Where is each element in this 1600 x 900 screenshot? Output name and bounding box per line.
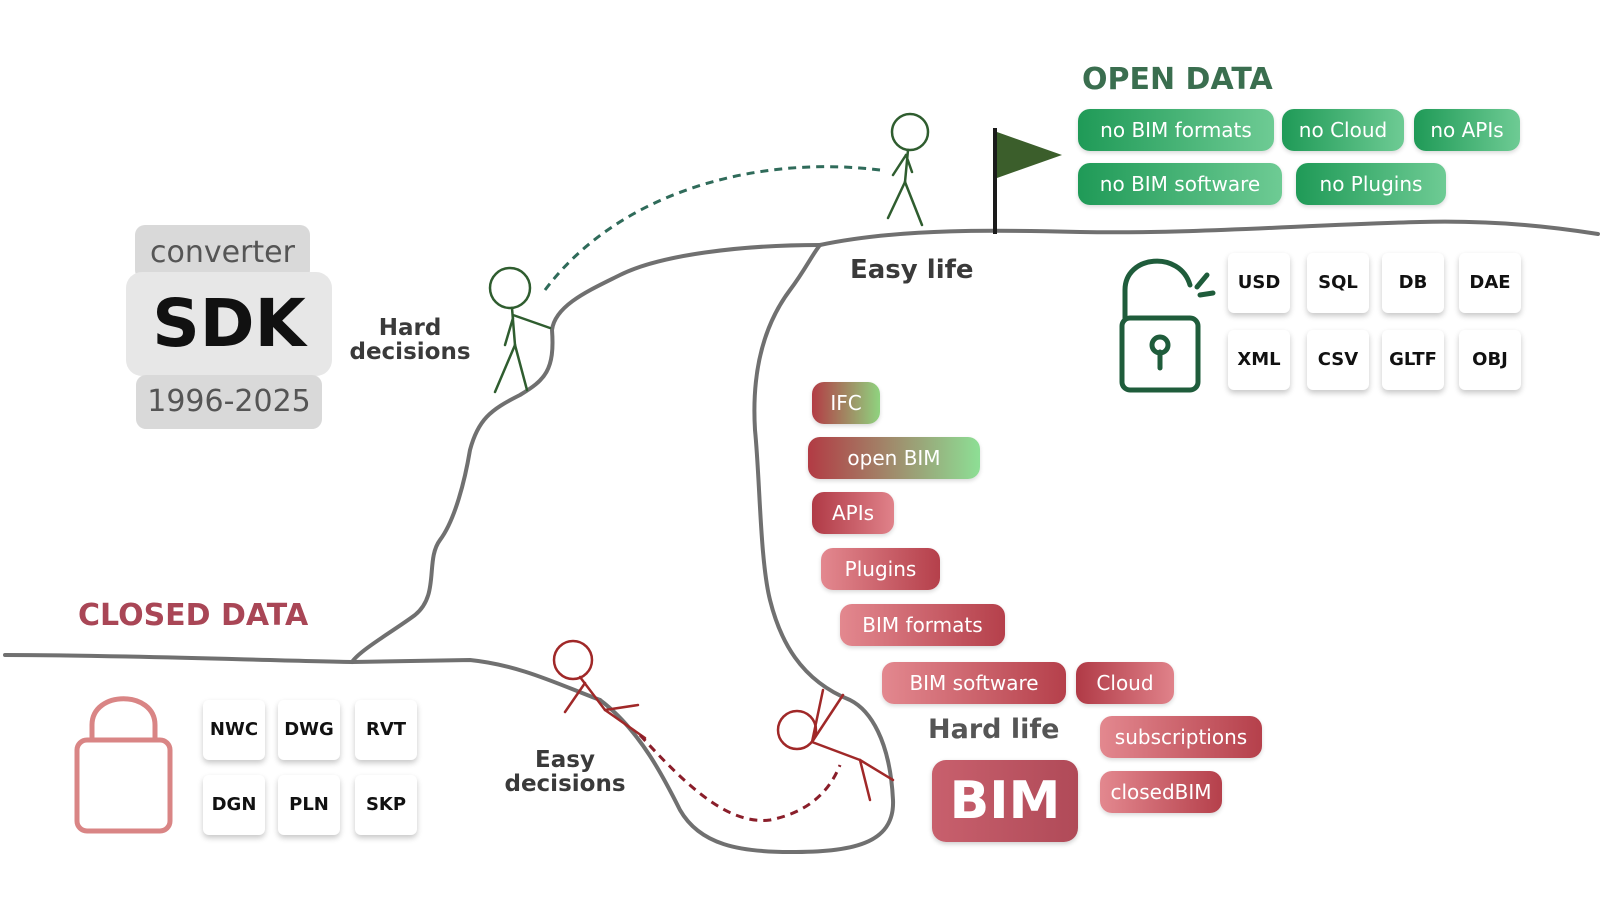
- hard-decisions-caption-line2: decisions: [349, 339, 471, 365]
- climbing-stick-figure-icon: [488, 266, 552, 394]
- open-format-obj: OBJ: [1459, 330, 1521, 390]
- hard-decisions-caption: Hard decisions: [345, 316, 475, 364]
- falling-stick-figure-icon: [552, 639, 647, 740]
- open-jump-trajectory: [543, 165, 881, 291]
- open-format-dae: DAE: [1459, 253, 1521, 313]
- easy-decisions-caption-line2: decisions: [504, 771, 626, 797]
- terrain-open-ground: [818, 219, 1600, 247]
- locked-padlock-icon: [74, 696, 173, 834]
- closed-pill-subscriptions: subscriptions: [1100, 716, 1262, 758]
- closed-pill-open-bim: open BIM: [808, 437, 980, 479]
- open-pill-no-cloud: no Cloud: [1282, 109, 1404, 151]
- closed-format-nwc: NWC: [203, 700, 265, 760]
- sdk-years: 1996-2025: [136, 375, 322, 429]
- open-pill-no-bim-formats: no BIM formats: [1078, 109, 1274, 151]
- hanging-stick-figure-icon: [776, 688, 895, 802]
- easy-decisions-caption-line1: Easy: [535, 747, 595, 773]
- open-pill-no-plugins: no Plugins: [1296, 163, 1446, 205]
- closed-pill-bim-software: BIM software: [882, 662, 1066, 704]
- open-stick-figure-icon: [886, 112, 930, 227]
- open-pill-no-apis: no APIs: [1414, 109, 1520, 151]
- bim-label: BIM: [932, 760, 1078, 842]
- open-format-usd: USD: [1228, 253, 1290, 313]
- flag-icon: [993, 128, 1062, 234]
- closed-slide-trajectory: [638, 733, 842, 822]
- open-pill-no-bim-software: no BIM software: [1078, 163, 1282, 205]
- closed-format-dwg: DWG: [278, 700, 340, 760]
- unlocked-padlock-icon: [1119, 258, 1216, 393]
- closed-pill-cloud: Cloud: [1076, 662, 1174, 704]
- sdk-title: SDK: [126, 272, 332, 376]
- closed-pill-apis: APIs: [812, 492, 894, 534]
- closed-data-heading: CLOSED DATA: [78, 598, 309, 633]
- open-format-sql: SQL: [1307, 253, 1369, 313]
- open-format-gltf: GLTF: [1382, 330, 1444, 390]
- closed-pill-bim-formats: BIM formats: [840, 604, 1005, 646]
- open-data-heading: OPEN DATA: [1082, 62, 1273, 97]
- closed-format-rvt: RVT: [355, 700, 417, 760]
- open-format-xml: XML: [1228, 330, 1290, 390]
- closed-pill-plugins: Plugins: [821, 548, 940, 590]
- open-format-csv: CSV: [1307, 330, 1369, 390]
- closed-pill-ifc: IFC: [812, 382, 880, 424]
- sdk-converter-label: converter: [135, 225, 310, 280]
- terrain-cliff: [350, 243, 822, 664]
- closed-format-dgn: DGN: [203, 775, 265, 835]
- closed-format-pln: PLN: [278, 775, 340, 835]
- closed-pill-closedbim: closedBIM: [1100, 771, 1222, 813]
- terrain-valley: [598, 243, 896, 855]
- open-format-db: DB: [1382, 253, 1444, 313]
- hard-decisions-caption-line1: Hard: [378, 315, 442, 341]
- easy-decisions-caption: Easy decisions: [495, 748, 635, 796]
- easy-life-caption: Easy life: [850, 255, 974, 285]
- hard-life-caption: Hard life: [928, 714, 1060, 745]
- closed-format-skp: SKP: [355, 775, 417, 835]
- terrain-closed-ground: [3, 653, 602, 702]
